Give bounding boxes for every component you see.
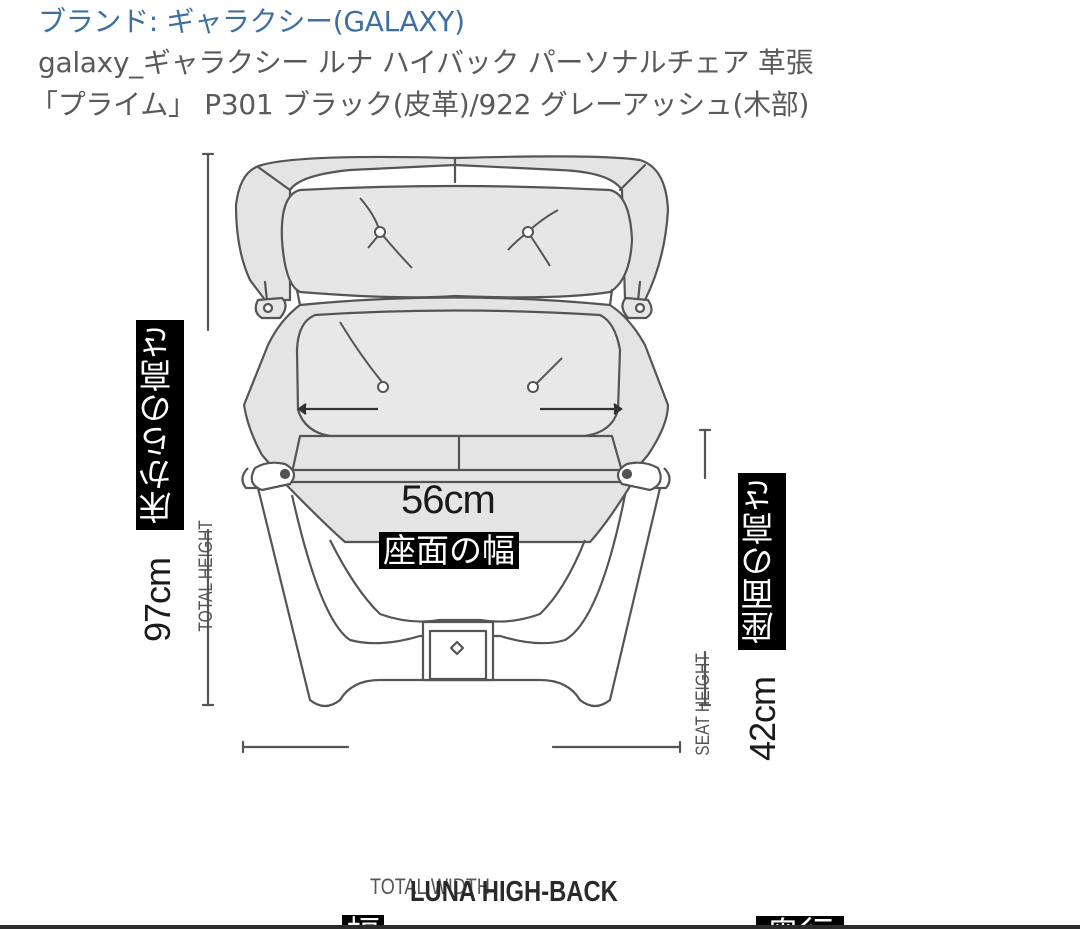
total-width-caption: TOTAL WIDTH (370, 874, 490, 899)
product-header: ブランド: ギャラクシー(GALAXY) galaxy_ギャラクシー ルナ ハイ… (30, 2, 1068, 126)
total-height-label: 床からの高さ (136, 320, 184, 530)
seat-height-caption: SEAT HEIGHT (693, 653, 714, 756)
seat-width-label: 座面の幅 (379, 532, 519, 569)
model-name: LUNA HIGH-BACK (410, 876, 618, 908)
total-height-value: 97cm (137, 558, 178, 643)
total-height-caption: TOTAL HEIGHT (196, 520, 217, 632)
total-width-value: 72cm (402, 918, 487, 929)
product-title-line-2: 「プライム」 P301 ブラック(皮革)/922 グレーアッシュ(木部) (30, 88, 810, 121)
depth-value: 76cm (868, 918, 953, 929)
product-title: galaxy_ギャラクシー ルナ ハイバック パーソナルチェア 革張 「プライム… (30, 42, 1068, 126)
seat-height-value: 42cm (742, 677, 783, 762)
brand-link[interactable]: ブランド: ギャラクシー(GALAXY) (38, 5, 465, 38)
chair-line-drawing (201, 152, 712, 754)
seat-width-value: 56cm (401, 478, 496, 522)
bottom-divider (0, 925, 1080, 929)
product-title-line-1: galaxy_ギャラクシー ルナ ハイバック パーソナルチェア 革張 (38, 46, 814, 79)
seat-height-label: 座面の高さ (738, 473, 786, 650)
dimension-diagram: 床からの高さ 97cm TOTAL HEIGHT 56cm 座面の幅 座面の高さ… (0, 140, 1080, 929)
